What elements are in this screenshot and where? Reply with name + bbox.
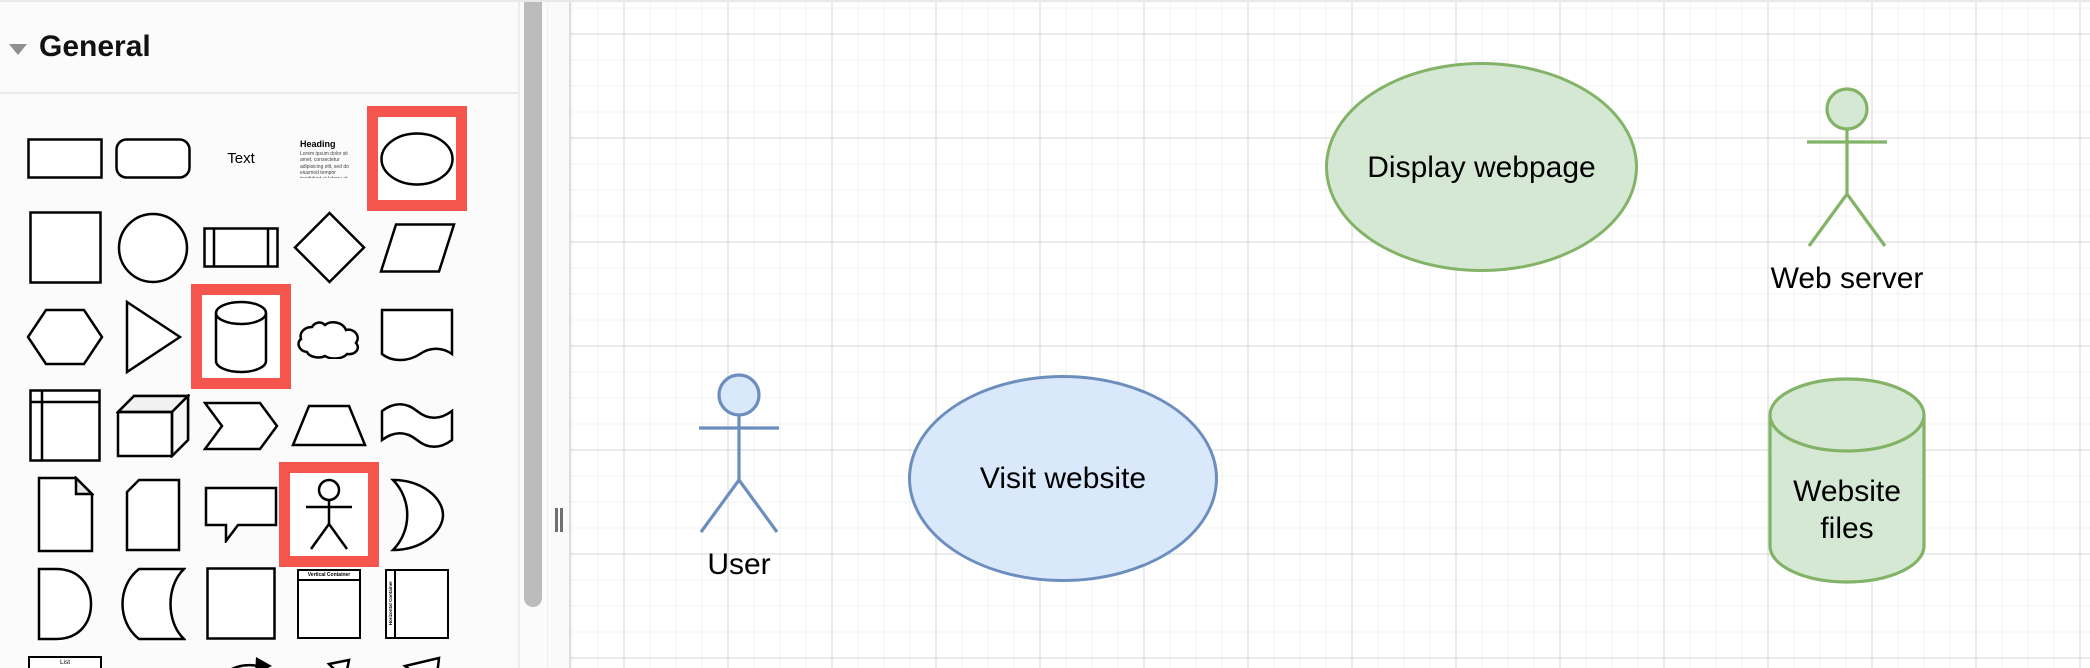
cloud-icon (297, 321, 360, 359)
node-visit-website[interactable]: Visit website (908, 375, 1218, 582)
node-display-webpage[interactable]: Display webpage (1325, 62, 1638, 272)
text-icon: Text (227, 150, 255, 167)
shape-heading[interactable]: Heading Lorem ipsum dolor sit amet, cons… (285, 114, 373, 203)
node-user-label: User (707, 548, 771, 581)
node-user[interactable] (696, 372, 782, 534)
node-web-server-label: Web server (1770, 262, 1924, 295)
tape-icon (380, 403, 454, 448)
shape-and[interactable] (21, 559, 109, 648)
shape-ellipse-highlighted[interactable] (367, 106, 467, 211)
shape-square[interactable] (21, 203, 109, 292)
shape-step[interactable] (197, 381, 285, 470)
diagram-canvas[interactable]: Display webpage Web server User Visit we… (571, 2, 2090, 668)
arrow-icon (402, 656, 441, 668)
actor-icon (306, 478, 352, 550)
section-title: General (39, 30, 151, 63)
node-website-files-label: Website files (1793, 475, 1901, 545)
shape-rectangle[interactable] (21, 114, 109, 203)
panel-divider[interactable] (547, 2, 571, 668)
ellipse-icon (380, 131, 454, 186)
internal-storage-icon (29, 389, 101, 462)
horizontal-container-icon: Horizontal Container (385, 568, 449, 639)
vertical-container-icon: Vertical Container (297, 568, 361, 639)
general-section-header[interactable]: General (0, 2, 518, 94)
triangle-icon (125, 299, 182, 374)
and-icon (37, 567, 93, 640)
shape-diamond[interactable] (285, 203, 373, 292)
container-icon (206, 567, 276, 640)
shape-directional-connector[interactable] (285, 648, 373, 668)
directional-connector-icon (326, 658, 351, 668)
shape-process[interactable] (197, 203, 285, 292)
actor-figure-icon (1807, 87, 1887, 247)
card-icon (125, 478, 181, 551)
shape-cloud[interactable] (285, 292, 373, 381)
cylinder-shape-icon (1768, 377, 1926, 584)
node-web-server[interactable] (1804, 86, 1890, 248)
trapezoid-icon (291, 404, 367, 447)
curve-arrow-icon (231, 657, 272, 668)
node-label: Visit website (979, 462, 1147, 495)
callout-icon (204, 486, 278, 543)
shape-curve[interactable] (197, 648, 285, 668)
node-label: Display webpage (1367, 150, 1596, 184)
sidebar-scrollbar[interactable] (520, 2, 547, 668)
shape-cube[interactable] (109, 381, 197, 470)
shape-actor-highlighted[interactable] (279, 462, 379, 567)
scrollbar-thumb[interactable] (524, 2, 542, 607)
hexagon-icon (26, 308, 104, 365)
shape-empty (109, 648, 197, 668)
shapes-sidebar: General Text Heading Lorem ipsum dolor s… (0, 2, 520, 668)
shape-document[interactable] (373, 292, 461, 381)
shape-parallelogram[interactable] (373, 203, 461, 292)
shape-card[interactable] (109, 470, 197, 559)
process-icon (203, 227, 279, 268)
circle-icon (117, 212, 189, 283)
document-icon (380, 308, 454, 362)
square-icon (28, 211, 102, 284)
shape-list[interactable]: List (21, 648, 109, 668)
heading-icon: Heading Lorem ipsum dolor sit amet, cons… (300, 139, 349, 178)
shape-or[interactable] (373, 470, 461, 559)
list-icon: List (28, 656, 102, 668)
collapse-arrow-icon (9, 43, 27, 55)
diamond-icon (292, 211, 366, 284)
shape-cylinder-highlighted[interactable] (191, 284, 291, 389)
shape-callout[interactable] (197, 470, 285, 559)
rectangle-icon (27, 138, 103, 179)
collapse-grip-icon[interactable] (554, 508, 563, 532)
shape-text[interactable]: Text (197, 114, 285, 203)
data-storage-icon (121, 567, 186, 640)
shape-note[interactable] (21, 470, 109, 559)
shape-data-storage[interactable] (109, 559, 197, 648)
cube-icon (116, 393, 190, 458)
rounded-rectangle-icon (115, 138, 191, 179)
step-icon (203, 401, 279, 450)
shape-trapezoid[interactable] (285, 381, 373, 470)
or-icon (389, 478, 445, 551)
shape-hexagon[interactable] (21, 292, 109, 381)
shape-triangle[interactable] (109, 292, 197, 381)
shape-tape[interactable] (373, 381, 461, 470)
actor-figure-icon (699, 373, 779, 533)
shape-vertical-container[interactable]: Vertical Container (285, 559, 373, 648)
shape-container[interactable] (197, 559, 285, 648)
node-website-files[interactable] (1768, 377, 1926, 584)
shape-circle[interactable] (109, 203, 197, 292)
cylinder-icon (214, 300, 268, 373)
note-icon (37, 476, 94, 553)
shape-horizontal-container[interactable]: Horizontal Container (373, 559, 461, 648)
shape-rounded-rectangle[interactable] (109, 114, 197, 203)
parallelogram-icon (378, 222, 456, 273)
shape-internal-storage[interactable] (21, 381, 109, 470)
shape-grid: Text Heading Lorem ipsum dolor sit amet,… (21, 106, 467, 668)
shape-arrow[interactable] (373, 648, 461, 668)
